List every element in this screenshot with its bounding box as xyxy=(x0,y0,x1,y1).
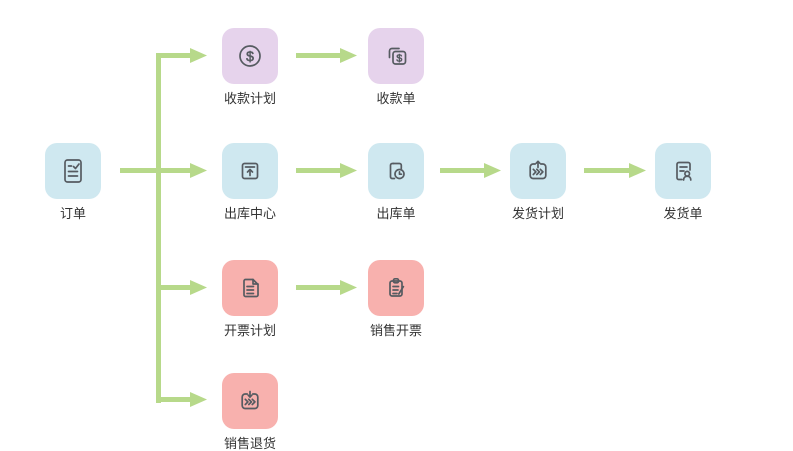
document-person-icon xyxy=(667,155,699,187)
order-checklist-icon xyxy=(57,155,89,187)
connector-branch-row2 xyxy=(120,168,192,173)
dispatch-out-icon xyxy=(522,155,554,187)
node-sales-invoicing-tile[interactable] xyxy=(368,260,424,316)
node-collection-receipt-tile[interactable]: $ xyxy=(368,28,424,84)
connector-row1-col1-col2 xyxy=(296,53,341,58)
node-order-tile[interactable] xyxy=(45,143,101,199)
node-shipping-order-label: 发货单 xyxy=(663,206,703,221)
node-shipping-plan: 发货计划 xyxy=(510,143,566,220)
node-sales-invoicing-label: 销售开票 xyxy=(369,323,422,338)
node-order: 订单 xyxy=(45,143,101,220)
node-shipping-plan-tile[interactable] xyxy=(510,143,566,199)
node-collection-plan-tile[interactable]: $ xyxy=(222,28,278,84)
node-sales-return-label: 销售退货 xyxy=(223,436,276,451)
node-invoicing-plan-tile[interactable] xyxy=(222,260,278,316)
node-outbound-order: 出库单 xyxy=(368,143,424,220)
document-clock-icon xyxy=(380,155,412,187)
node-invoicing-plan: 开票计划 xyxy=(222,260,278,337)
arrowhead-row1-col1-col2 xyxy=(340,48,357,63)
node-collection-receipt: $ 收款单 xyxy=(368,28,424,105)
arrowhead-branch-row1 xyxy=(190,48,207,63)
document-lines-icon xyxy=(234,272,266,304)
node-shipping-plan-label: 发货计划 xyxy=(511,206,564,221)
connector-row2-col1-col2 xyxy=(296,168,341,173)
node-outbound-center: 出库中心 xyxy=(222,143,278,220)
connector-branch-row3 xyxy=(156,285,192,290)
connector-branch-row1 xyxy=(156,53,192,58)
node-collection-plan: $ 收款计划 xyxy=(222,28,278,105)
node-outbound-center-label: 出库中心 xyxy=(223,206,276,221)
arrowhead-row2-col2-col3 xyxy=(484,163,501,178)
arrowhead-row2-col1-col2 xyxy=(340,163,357,178)
connector-branch-row4 xyxy=(156,397,192,402)
node-outbound-order-tile[interactable] xyxy=(368,143,424,199)
dispatch-return-icon xyxy=(234,385,266,417)
connector-row2-col3-col4 xyxy=(584,168,630,173)
arrowhead-row2-col3-col4 xyxy=(629,163,646,178)
dollar-copies-icon: $ xyxy=(380,40,412,72)
node-shipping-order: 发货单 xyxy=(655,143,711,220)
node-collection-plan-label: 收款计划 xyxy=(223,91,276,106)
node-sales-return-tile[interactable] xyxy=(222,373,278,429)
node-sales-return: 销售退货 xyxy=(222,373,278,450)
connector-trunk xyxy=(156,53,161,403)
connector-row3-col1-col2 xyxy=(296,285,341,290)
upload-box-icon xyxy=(234,155,266,187)
node-sales-invoicing: 销售开票 xyxy=(368,260,424,337)
node-shipping-order-tile[interactable] xyxy=(655,143,711,199)
arrowhead-branch-row3 xyxy=(190,280,207,295)
node-collection-receipt-label: 收款单 xyxy=(376,91,416,106)
arrowhead-branch-row2 xyxy=(190,163,207,178)
arrowhead-row3-col1-col2 xyxy=(340,280,357,295)
svg-text:$: $ xyxy=(246,48,254,64)
node-invoicing-plan-label: 开票计划 xyxy=(223,323,276,338)
dollar-circle-icon: $ xyxy=(234,40,266,72)
node-outbound-center-tile[interactable] xyxy=(222,143,278,199)
node-order-label: 订单 xyxy=(59,206,86,221)
svg-text:$: $ xyxy=(396,53,402,65)
connector-row2-col2-col3 xyxy=(440,168,485,173)
node-outbound-order-label: 出库单 xyxy=(376,206,416,221)
clipboard-pen-icon xyxy=(380,272,412,304)
arrowhead-branch-row4 xyxy=(190,392,207,407)
